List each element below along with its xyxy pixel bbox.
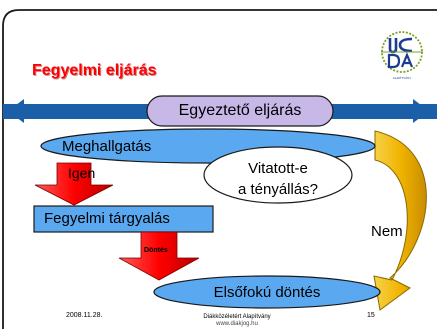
- procedure-label: Fegyelmi tárgyalás: [44, 210, 170, 227]
- banner-label: Egyeztető eljárás: [178, 102, 302, 119]
- decision-arrow: [118, 231, 200, 281]
- banner-arrow-right: [413, 99, 429, 123]
- gold-curved-arrow: [373, 130, 427, 311]
- final-ellipse: [153, 275, 381, 309]
- question-label-line1: Vitatott-e: [248, 160, 308, 177]
- final-decision-label: Elsőfokú döntés: [213, 284, 321, 301]
- footer-url: www.diakjog.hu: [216, 321, 258, 327]
- hearing-label: Meghallgatás: [62, 138, 152, 155]
- slide-title: Fegyelmi eljárás: [32, 62, 157, 79]
- decision-label: Döntés: [144, 247, 168, 254]
- slide-frame: [2, 9, 437, 329]
- footer-page-number: 15: [367, 312, 375, 319]
- banner-arrow-left: [8, 99, 24, 123]
- procedure-box: [33, 205, 214, 233]
- logo-mark: [381, 31, 423, 73]
- question-ellipse: [203, 146, 353, 204]
- logo-caption: ALAPÍTVÁNY: [392, 76, 412, 80]
- no-label: Nem: [371, 223, 403, 240]
- footer-date: 2008.11.28.: [66, 312, 103, 319]
- yes-arrow: [34, 162, 114, 206]
- yes-label: Igen: [68, 165, 96, 181]
- footer-org: Diákközéletért Alapítvány: [203, 314, 271, 320]
- banner-pill: [146, 95, 334, 127]
- question-label-line2: a tényállás?: [237, 181, 319, 198]
